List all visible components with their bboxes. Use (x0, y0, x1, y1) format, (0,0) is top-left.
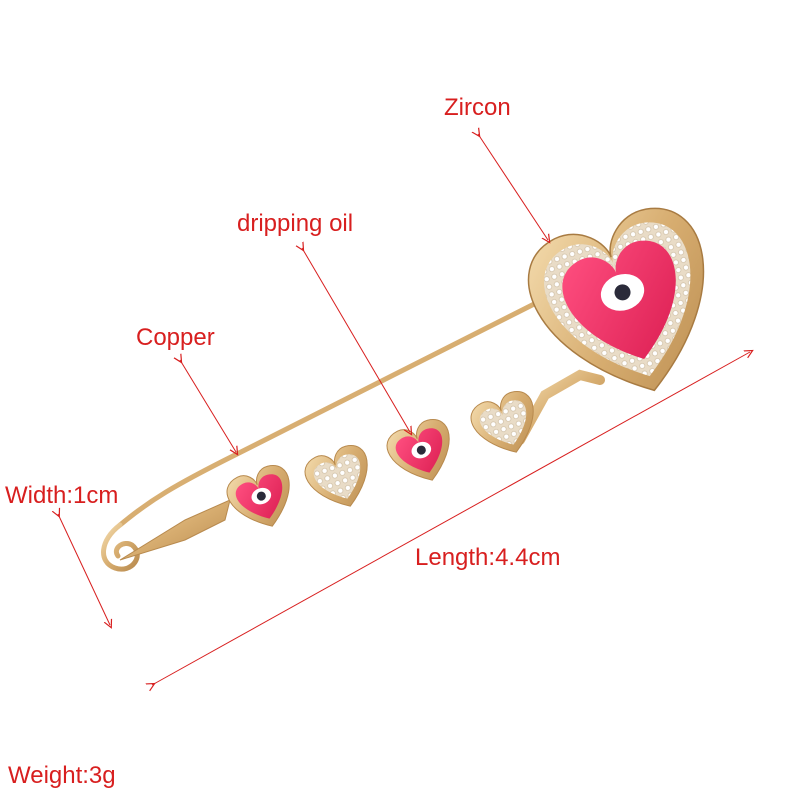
small-heart-zircon-1 (304, 445, 368, 507)
arrow-icon (152, 352, 750, 685)
dripping-oil-label: dripping oil (237, 210, 354, 237)
arrow-icon (478, 134, 548, 240)
small-heart-eye-2 (386, 419, 450, 481)
small-heart-eye-1 (226, 465, 290, 527)
copper-label: Copper (136, 324, 215, 351)
arrow-icon (180, 360, 236, 452)
arrow-icon (58, 514, 110, 625)
length-label: Length:4.4cm (415, 544, 561, 571)
zircon-label: Zircon (444, 94, 511, 121)
weight-label: Weight:3g (8, 762, 116, 789)
brooch (101, 207, 705, 572)
large-heart-head (527, 207, 705, 392)
width-label: Width:1cm (5, 482, 119, 509)
pin-coil (101, 522, 140, 572)
arrow-icon (302, 248, 410, 432)
small-heart-zircon-2 (470, 391, 534, 453)
